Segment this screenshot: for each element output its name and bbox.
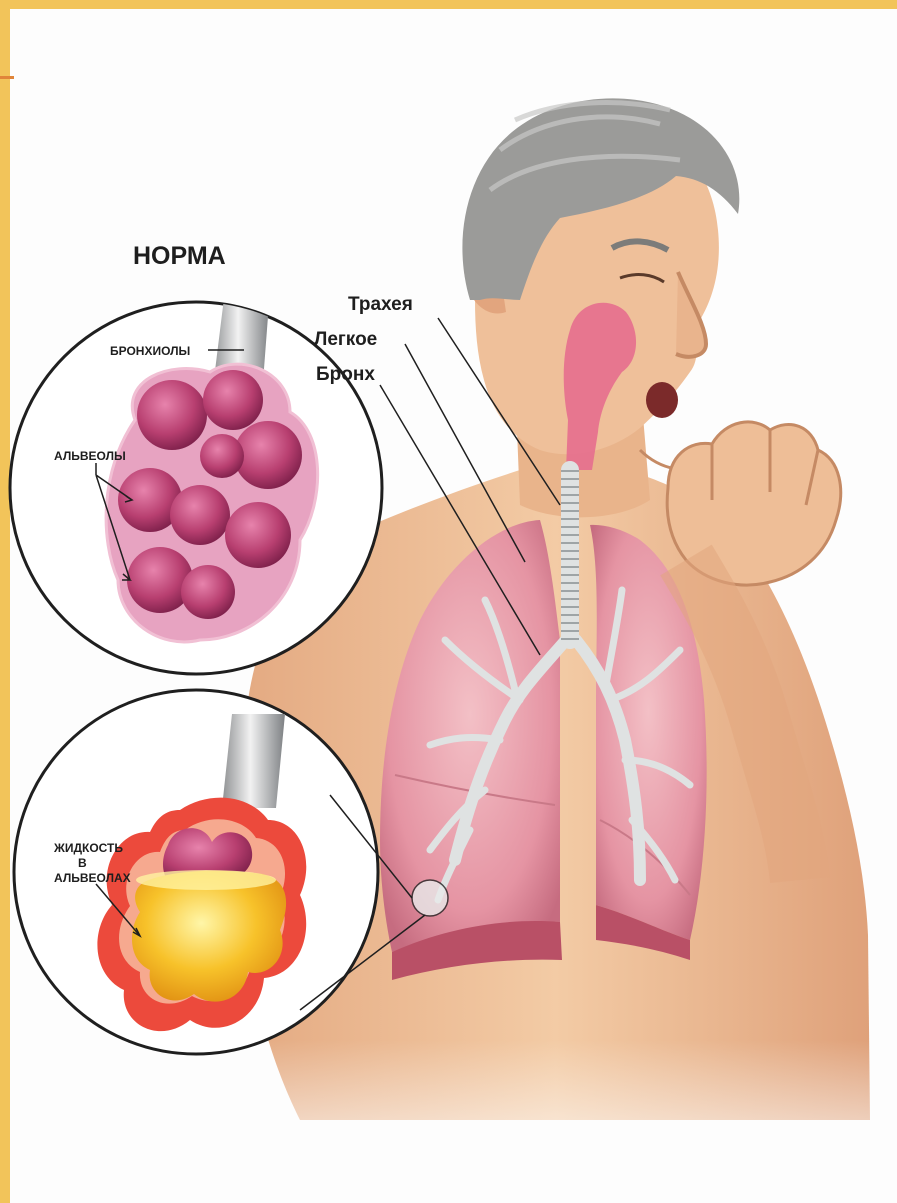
open-mouth: [646, 382, 678, 418]
norma-heading: НОРМА: [133, 242, 226, 270]
fluid-label-line3: АЛЬВЕОЛАХ: [54, 871, 131, 885]
lung-label: Легкое: [314, 329, 377, 350]
trachea-label: Трахея: [348, 294, 413, 315]
fluid-label-line2: В: [78, 856, 87, 870]
alveoli-label: АЛЬВЕОЛЫ: [54, 449, 126, 463]
lung-zoom-spot: [412, 880, 448, 916]
fluid-label-line1: ЖИДКОСТЬ: [53, 841, 123, 855]
bronchioles-label: БРОНХИОЛЫ: [110, 344, 190, 358]
bronchus-label: Бронх: [316, 364, 375, 385]
